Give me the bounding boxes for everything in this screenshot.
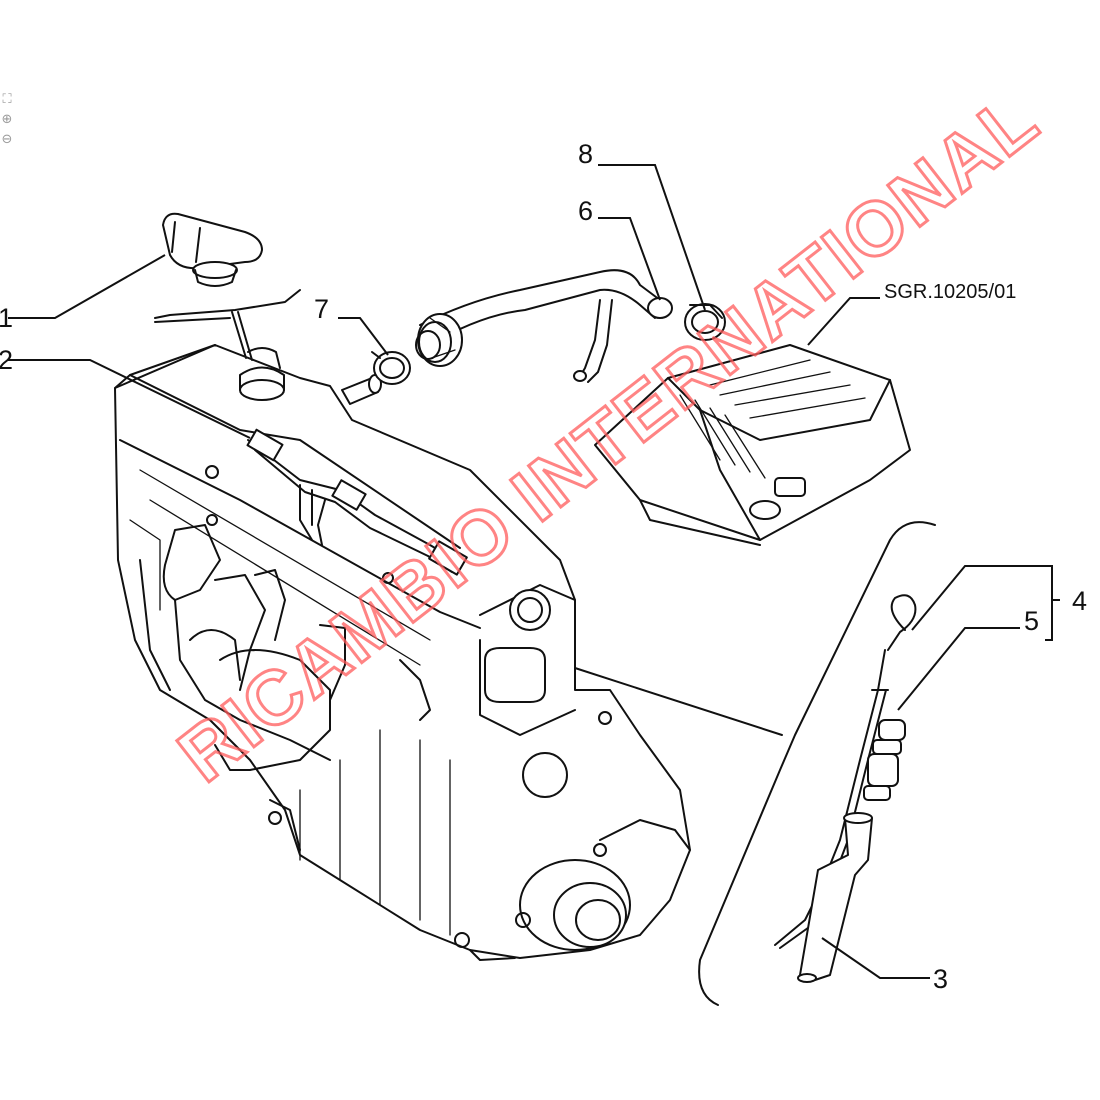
- hose-clamp-8: [684, 303, 726, 341]
- engine-block: [114, 344, 691, 961]
- callout-8: 8: [578, 139, 593, 169]
- leader-lines: [8, 164, 1060, 979]
- callout-6: 6: [578, 196, 593, 226]
- oil-filler-cap: [162, 212, 263, 287]
- callout-7: 7: [314, 294, 329, 324]
- callout-1: 1: [0, 303, 13, 333]
- zoom-in-icon[interactable]: ⊕: [1, 112, 13, 127]
- dipstick-assembly: [774, 594, 917, 983]
- callout-4: 4: [1072, 586, 1087, 616]
- breather-hose: [415, 269, 673, 383]
- zoom-out-icon[interactable]: ⊖: [1, 132, 13, 147]
- zoom-toolbar: ⛶ ⊕ ⊖: [0, 92, 16, 152]
- fit-screen-icon[interactable]: ⛶: [2, 92, 12, 107]
- oil-separator-housing: [594, 344, 911, 546]
- callout-5: 5: [1024, 606, 1039, 636]
- callout-2: 2: [0, 345, 13, 375]
- reference-code: SGR.10205/01: [884, 281, 1016, 303]
- callout-3: 3: [933, 964, 948, 994]
- hose-clamp-7: [371, 351, 411, 385]
